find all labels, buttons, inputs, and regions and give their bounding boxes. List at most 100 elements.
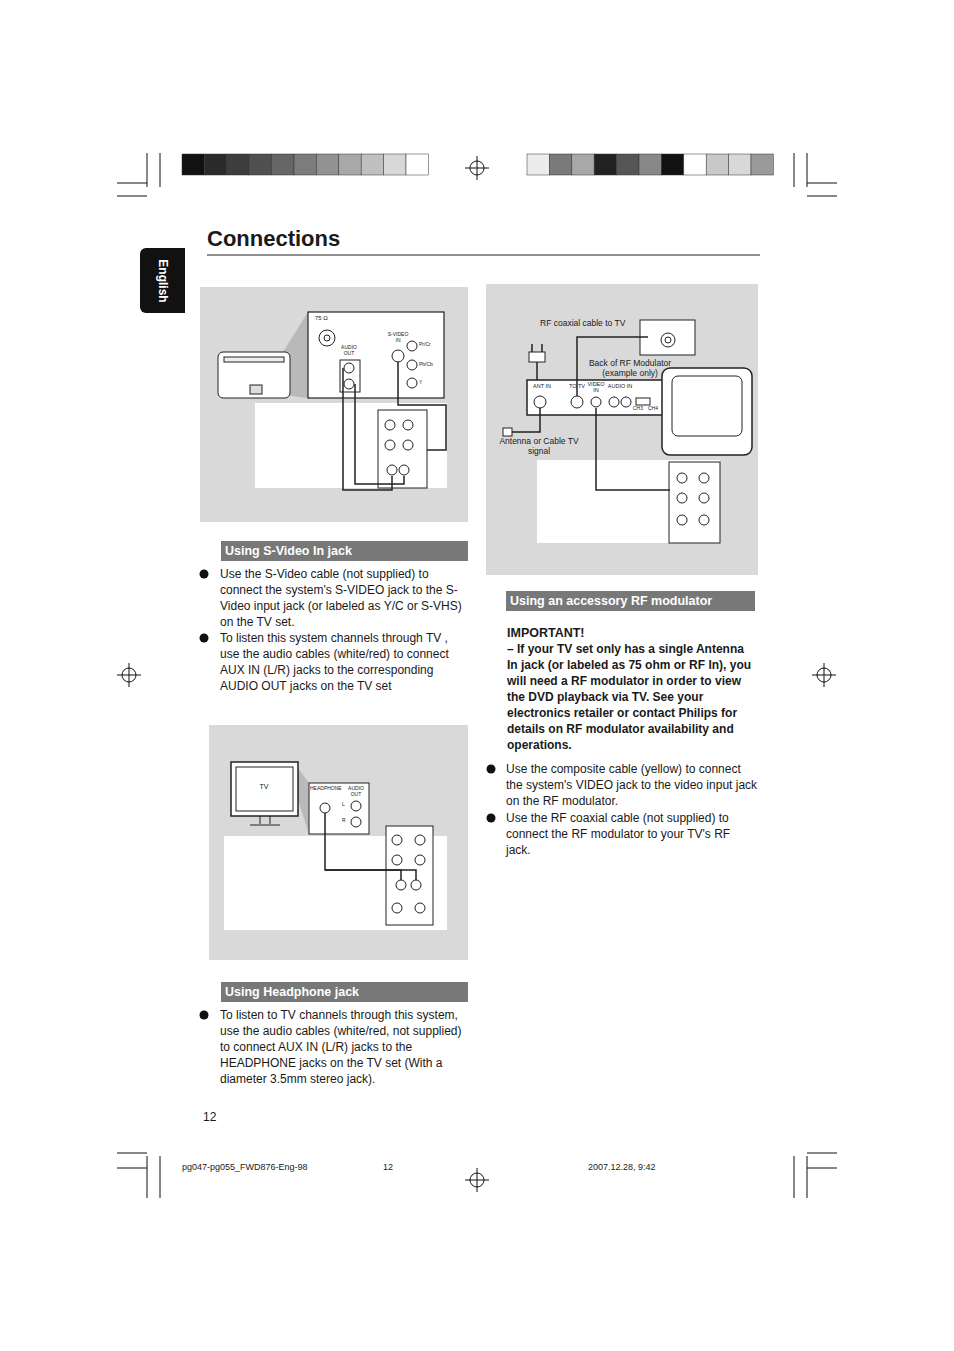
print-slug: pg047-pg055_FWD876-Eng-98	[182, 1162, 352, 1172]
headphone-panel	[392, 835, 402, 845]
rf-panel	[699, 515, 709, 525]
headphone-panel	[351, 801, 361, 811]
bullet-dot	[200, 634, 209, 643]
jack-label: L	[342, 802, 348, 808]
print-marks	[117, 153, 837, 1198]
svideo-panel	[378, 410, 427, 488]
callout-label: Back of RF Modulator (example only)	[580, 359, 680, 379]
page-rules	[207, 255, 760, 256]
print-marks	[549, 154, 571, 175]
svideo-panel	[224, 357, 284, 362]
bullet-dot	[200, 1011, 209, 1020]
print-marks	[182, 154, 204, 175]
print-marks	[572, 154, 594, 175]
rf-panel	[596, 408, 670, 490]
svideo-panel	[308, 312, 444, 398]
print-marks	[706, 154, 728, 175]
print-marks	[465, 1168, 489, 1192]
section-heading: Using an accessory RF modulator	[510, 594, 751, 608]
jack-label: HEADPHONE	[310, 786, 344, 792]
svideo-panel	[403, 440, 413, 450]
svideo-panel	[385, 420, 395, 430]
svideo-panel	[385, 440, 395, 450]
callout-label: RF coaxial cable to TV	[540, 319, 650, 329]
page-rules	[207, 255, 760, 256]
jack-label: R	[342, 818, 348, 824]
callout-label: Antenna or Cable TV signal	[496, 437, 582, 457]
headphone-panel	[298, 768, 309, 834]
headphone-panel	[231, 762, 298, 816]
headphone-panel	[325, 870, 416, 880]
jack-label: 75 Ω	[315, 315, 339, 322]
rf-panel	[486, 284, 758, 575]
jack-label: AUDIO OUT	[345, 786, 367, 798]
print-marks	[812, 663, 836, 687]
rf-panel	[699, 473, 709, 483]
print-marks	[639, 154, 661, 175]
print-slug: 12	[383, 1162, 413, 1172]
svideo-panel	[407, 378, 417, 388]
print-marks	[272, 154, 294, 175]
svideo-panel	[355, 384, 404, 484]
print-marks	[684, 154, 706, 175]
jack-label: Pr/Cr	[419, 342, 441, 348]
rf-panel	[672, 376, 742, 436]
jack-label: TO TV	[566, 383, 588, 389]
headphone-panel	[415, 903, 425, 913]
section-heading: Using Headphone jack	[225, 985, 464, 999]
jack-label: ANT IN	[531, 383, 553, 389]
rf-panel	[529, 352, 545, 362]
jack-label: Y	[419, 380, 429, 386]
rf-panel	[621, 397, 631, 407]
print-marks	[594, 154, 616, 175]
rf-panel	[536, 362, 538, 380]
section-band: Using S-Video In jack	[221, 541, 468, 561]
rf-panel	[527, 380, 668, 415]
print-marks	[227, 154, 249, 175]
svideo-panel	[250, 385, 262, 394]
rf-panel	[591, 397, 601, 407]
bullet-dot	[487, 765, 496, 774]
svideo-panel	[387, 465, 397, 475]
rf-panel	[486, 284, 758, 575]
rf-panel	[677, 515, 687, 525]
rf-panel	[534, 396, 546, 408]
rf-panel	[662, 368, 752, 455]
svideo-panel	[344, 363, 354, 373]
svideo-panel	[399, 465, 409, 475]
body-text: To listen to TV channels through this sy…	[220, 1007, 468, 1087]
language-tab: English	[140, 248, 185, 313]
headphone-panel	[309, 783, 369, 834]
jack-label: AUDIO OUT	[337, 345, 361, 357]
svideo-panel	[218, 352, 290, 398]
print-marks	[751, 154, 773, 175]
svideo-panel	[255, 403, 447, 488]
rf-panel	[512, 408, 540, 432]
bullet-dot	[200, 570, 496, 1020]
print-marks	[339, 154, 361, 175]
jack-label: Pb/Cb	[419, 362, 441, 368]
print-marks	[316, 154, 338, 175]
rf-panel	[636, 398, 650, 405]
jack-label: VIDEO IN	[587, 381, 605, 394]
print-marks	[117, 663, 141, 687]
headphone-panel	[236, 767, 293, 811]
jack-label: S-VIDEO IN	[386, 332, 410, 344]
body-text: Use the S-Video cable (not supplied) to …	[220, 566, 468, 630]
body-text: Use the composite cable (yellow) to conn…	[506, 761, 758, 809]
switch-label: CH3	[632, 406, 644, 412]
headphone-panel	[411, 880, 421, 890]
headphone-panel	[396, 880, 406, 890]
svideo-panel	[319, 330, 335, 346]
print-marks	[794, 1153, 837, 1198]
rf-panel	[661, 333, 675, 347]
svideo-panel	[398, 362, 446, 450]
headphone-panel	[351, 817, 361, 827]
svideo-panel	[407, 360, 417, 370]
print-marks	[294, 154, 316, 175]
rf-panel	[699, 493, 709, 503]
print-marks	[384, 154, 406, 175]
svideo-panel	[392, 350, 404, 362]
svideo-panel	[324, 335, 330, 341]
